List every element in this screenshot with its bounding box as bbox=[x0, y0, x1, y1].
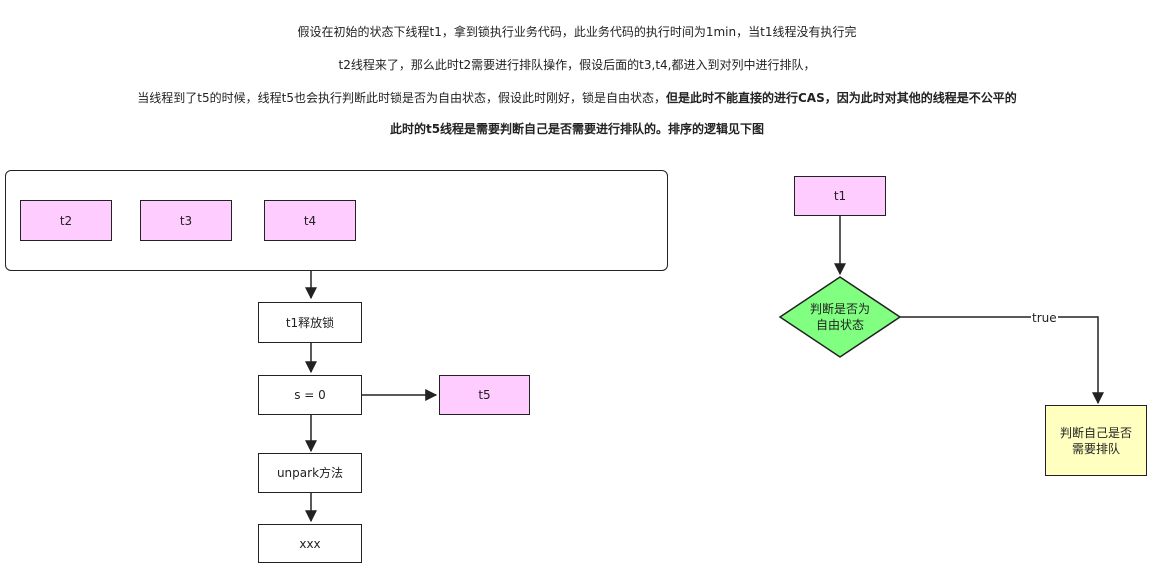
description-line-4: 此时的t5线程是需要判断自己是否需要进行排队的。排序的逻辑见下图 bbox=[0, 121, 1154, 137]
state-zero-node: s = 0 bbox=[258, 375, 362, 415]
description-line-3: 当线程到了t5的时候，线程t5也会执行判断此时锁是否为自由状态，假设此时刚好，锁… bbox=[0, 90, 1154, 106]
thread-t5-node: t5 bbox=[439, 375, 530, 415]
release-lock-node: t1释放锁 bbox=[258, 302, 362, 343]
queue-thread-t3: t3 bbox=[140, 200, 232, 241]
check-queue-node: 判断自己是否 需要排队 bbox=[1045, 405, 1147, 476]
description-line-3-bold: 但是此时不能直接的进行CAS，因为此时对其他的线程是不公平的 bbox=[665, 91, 1017, 105]
end-node: xxx bbox=[258, 524, 362, 563]
thread-t1-node: t1 bbox=[794, 176, 886, 216]
edge-true-label: true bbox=[1031, 311, 1058, 325]
description-line-1: 假设在初始的状态下线程t1，拿到锁执行业务代码，此业务代码的执行时间为1min，… bbox=[297, 25, 857, 39]
description-line-4-bold: 此时的t5线程是需要判断自己是否需要进行排队的。排序的逻辑见下图 bbox=[389, 122, 765, 136]
description-line-2: t2线程来了，那么此时t2需要进行排队操作，假设后面的t3,t4,都进入到对列中… bbox=[338, 58, 816, 72]
unpark-method-node: unpark方法 bbox=[258, 453, 362, 493]
edge-decision-to-result bbox=[900, 316, 1104, 405]
queue-thread-t2: t2 bbox=[20, 200, 112, 241]
decision-diamond-shape bbox=[778, 276, 902, 358]
queue-thread-t4: t4 bbox=[264, 200, 356, 241]
description-line-3-normal: 当线程到了t5的时候，线程t5也会执行判断此时锁是否为自由状态，假设此时刚好，锁… bbox=[137, 91, 666, 105]
